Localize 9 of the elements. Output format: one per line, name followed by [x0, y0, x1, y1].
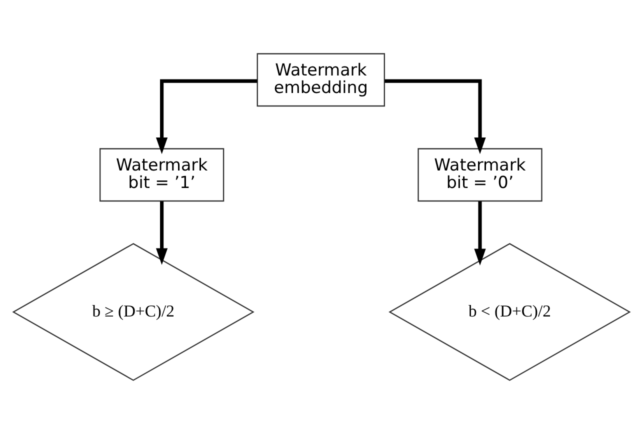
arrow — [156, 201, 168, 265]
node-box: Watermark bit = ’0’ — [418, 148, 542, 202]
arrow — [474, 201, 486, 266]
node-box: Watermark embedding — [256, 53, 386, 107]
node-diamond: b ≥ (D+C)/2 — [12, 243, 254, 381]
node-diamond: b < (D+C)/2 — [388, 243, 631, 381]
node-box: Watermark bit = ’1’ — [99, 148, 224, 202]
arrow — [156, 79, 258, 154]
arrow — [384, 79, 486, 154]
